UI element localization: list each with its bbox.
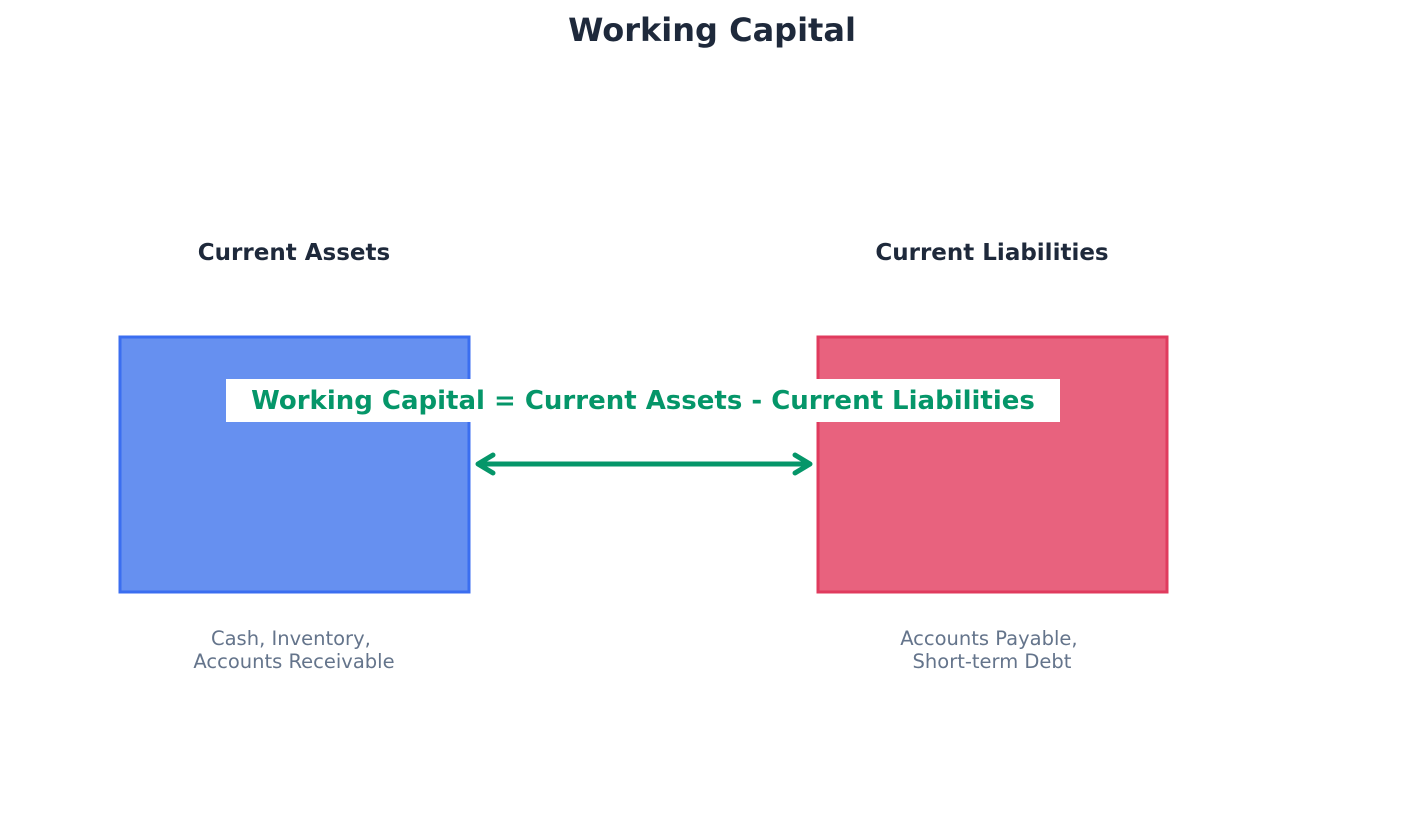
current-liabilities-heading: Current Liabilities xyxy=(875,240,1108,266)
current-assets-box xyxy=(118,335,471,594)
arrow-head-right xyxy=(792,452,813,476)
current-liabilities-caption: Accounts Payable, Short-term Debt xyxy=(900,627,1084,673)
current-assets-caption: Cash, Inventory, Accounts Receivable xyxy=(193,627,394,673)
double-arrow xyxy=(475,452,813,476)
diagram-title: Working Capital xyxy=(568,11,856,49)
arrow-head-left xyxy=(475,452,496,476)
formula-text: Working Capital = Current Assets - Curre… xyxy=(251,386,1035,416)
current-liabilities-box xyxy=(816,335,1169,594)
liabilities-caption-line: Accounts Payable, xyxy=(900,627,1077,650)
assets-caption-line: Accounts Receivable xyxy=(193,650,394,673)
current-assets-heading: Current Assets xyxy=(198,240,390,266)
liabilities-caption-line: Short-term Debt xyxy=(913,650,1072,673)
formula-background xyxy=(226,379,1060,422)
assets-caption-line: Cash, Inventory, xyxy=(211,627,371,650)
